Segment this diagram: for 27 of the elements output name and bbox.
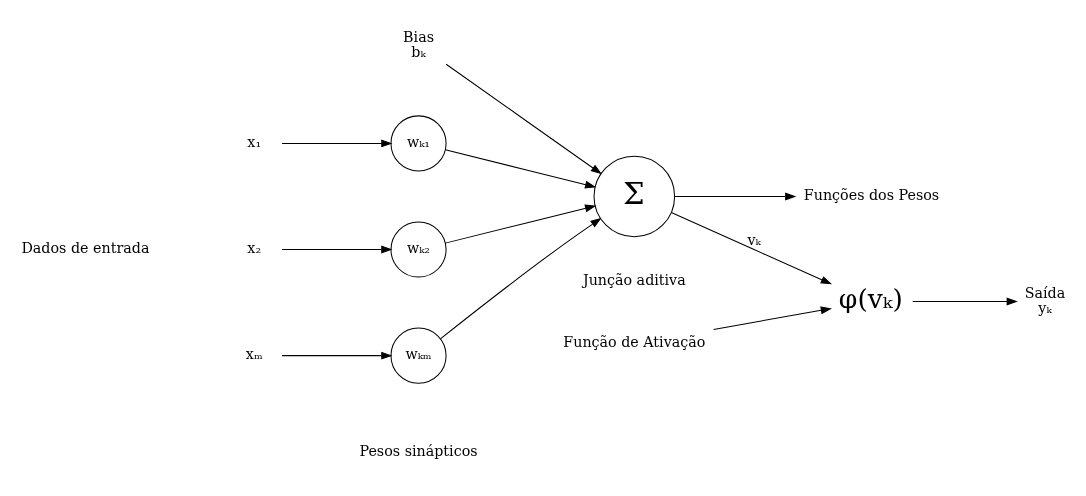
arrow — [281, 139, 393, 147]
node-label: Junção aditiva — [582, 271, 686, 288]
edge-label: vₖ — [747, 231, 761, 248]
node-text: Função de Ativação — [563, 333, 706, 350]
arrow — [281, 351, 393, 360]
node-circle: wₖₘ — [390, 327, 447, 384]
node-text: xₘ — [245, 345, 263, 362]
arrow — [281, 245, 393, 253]
node-text: Saída yₖ — [1024, 284, 1066, 316]
arrow — [445, 63, 602, 174]
node-text: x₁ — [247, 133, 262, 150]
arrow — [674, 192, 797, 200]
node-circle: wₖ₁ — [390, 114, 447, 171]
arrow — [444, 148, 597, 188]
label: Pesos sinápticos — [359, 442, 478, 459]
node-circle: Σ — [593, 155, 676, 237]
node-circle: wₖ₂ — [390, 220, 447, 278]
arrow — [439, 217, 602, 339]
node-text: Funções dos Pesos — [803, 186, 940, 203]
arrow — [444, 204, 597, 244]
arrow — [912, 297, 1018, 305]
arrow — [670, 211, 832, 284]
node-text: x₂ — [247, 239, 262, 256]
label: Dados de entrada — [21, 239, 150, 256]
node-text: φ(vₖ) — [838, 282, 903, 314]
node-text: Bias bₖ — [403, 28, 434, 60]
arrow — [713, 306, 832, 330]
